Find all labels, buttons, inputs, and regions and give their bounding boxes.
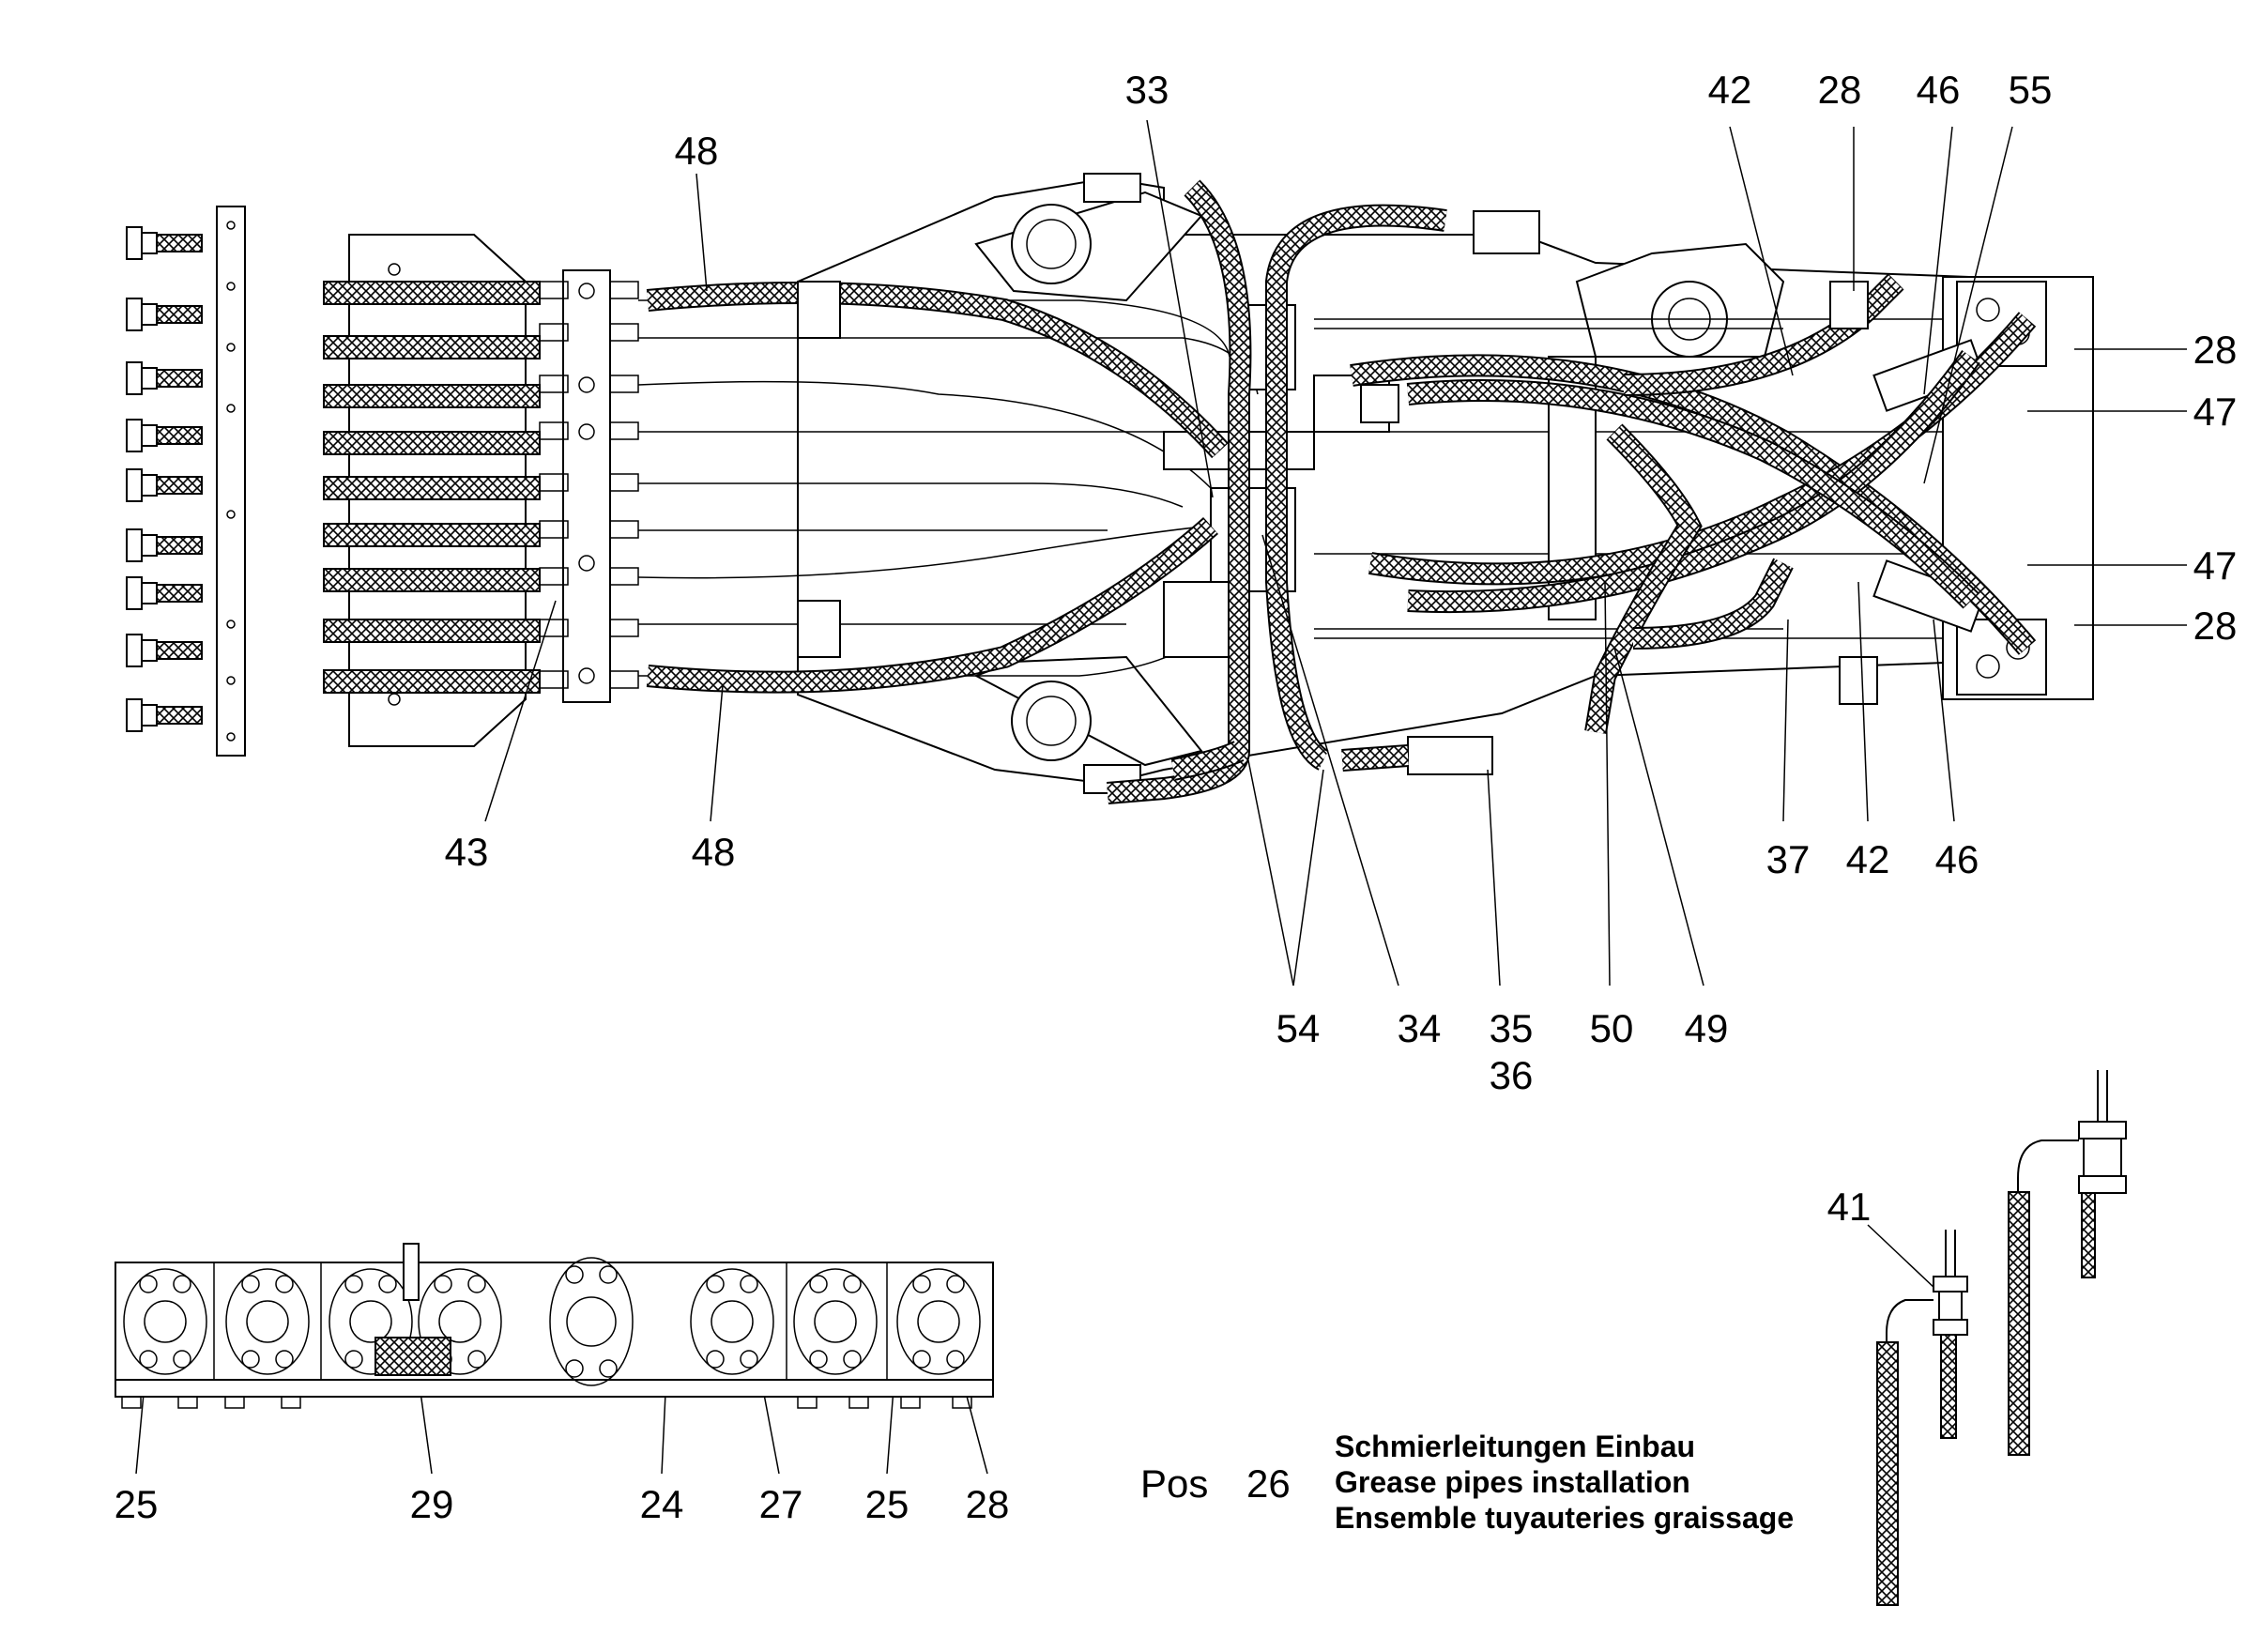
callout-25-right: 25 (865, 1482, 909, 1526)
caption-english: Grease pipes installation (1335, 1465, 1690, 1499)
callout-28-bottom: 28 (966, 1482, 1010, 1526)
callout-35: 35 (1490, 1006, 1534, 1050)
loose-fittings-column (126, 206, 246, 757)
drawing-caption: Pos 26 Schmierleitungen Einbau Grease pi… (1140, 1430, 1794, 1535)
callout-42-bottom: 42 (1846, 837, 1890, 881)
pos-number: 26 (1246, 1461, 1291, 1506)
hose-elbow-detail (1876, 1070, 2127, 1606)
callout-49: 49 (1685, 1006, 1729, 1050)
flange-block-front-view (115, 1243, 994, 1409)
callout-50: 50 (1590, 1006, 1634, 1050)
callout-46-top: 46 (1917, 68, 1961, 112)
callout-54: 54 (1276, 1006, 1321, 1050)
callout-28-top: 28 (1818, 68, 1862, 112)
callout-34: 34 (1398, 1006, 1442, 1050)
callout-29: 29 (410, 1482, 454, 1526)
callout-43: 43 (445, 830, 489, 874)
callout-46-bottom: 46 (1935, 837, 1979, 881)
callout-55: 55 (2009, 68, 2053, 112)
callout-42-top: 42 (1708, 68, 1752, 112)
callout-numbers: 33 42 28 46 55 48 28 47 47 28 43 48 37 4… (115, 68, 2238, 1526)
callout-36: 36 (1490, 1053, 1534, 1097)
callout-37: 37 (1766, 837, 1811, 881)
callout-48-top: 48 (675, 129, 719, 173)
pos-label: Pos (1140, 1461, 1208, 1506)
callout-27: 27 (759, 1482, 803, 1526)
callout-47-right-2: 47 (2193, 543, 2238, 588)
main-assembly-plan-view (323, 173, 2094, 804)
callout-48-bottom: 48 (692, 830, 736, 874)
callout-28-right-2: 28 (2193, 604, 2238, 648)
callout-25-left: 25 (115, 1482, 159, 1526)
callout-47-right-1: 47 (2193, 390, 2238, 434)
caption-german: Schmierleitungen Einbau (1335, 1430, 1695, 1463)
callout-41: 41 (1827, 1185, 1872, 1229)
caption-french: Ensemble tuyauteries graissage (1335, 1501, 1794, 1535)
callout-33: 33 (1125, 68, 1169, 112)
callout-28-right-1: 28 (2193, 328, 2238, 372)
callout-24: 24 (640, 1482, 684, 1526)
